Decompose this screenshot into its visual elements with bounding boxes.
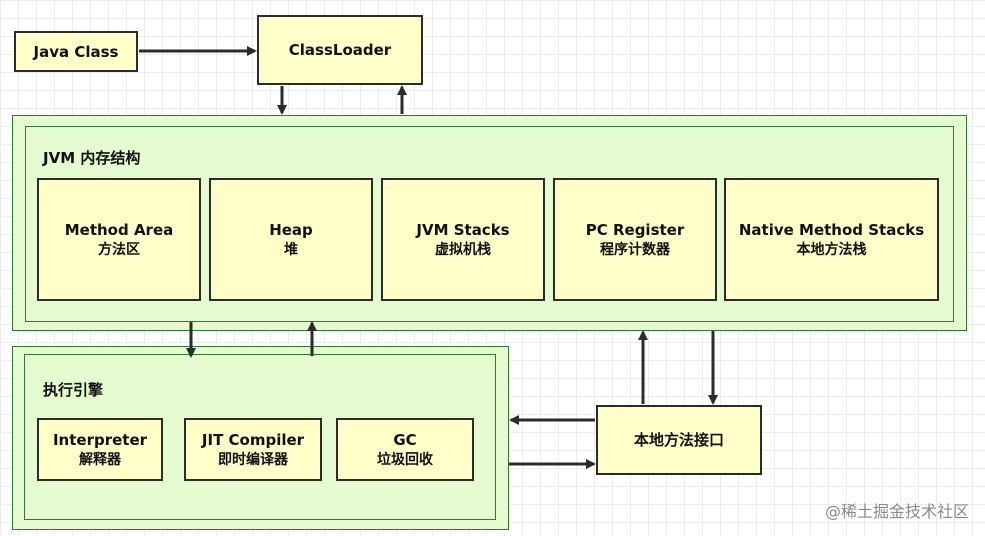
jvm-memory-inner-frame	[25, 126, 954, 322]
java-class-box: Java Class	[14, 31, 138, 72]
native-method-stacks-box: Native Method Stacks 本地方法栈	[724, 178, 939, 301]
gc-label-en: GC	[393, 430, 417, 449]
jvm-stacks-label-en: JVM Stacks	[416, 220, 510, 239]
java-class-label: Java Class	[33, 42, 119, 61]
gc-box: GC 垃圾回收	[336, 418, 474, 481]
pc-register-box: PC Register 程序计数器	[553, 178, 717, 301]
classloader-label: ClassLoader	[288, 41, 392, 59]
execution-engine-title: 执行引擎	[43, 381, 104, 399]
execution-engine-inner-frame	[24, 354, 496, 520]
heap-box: Heap 堆	[209, 178, 373, 301]
interpreter-label-en: Interpreter	[52, 430, 148, 449]
jit-compiler-box: JIT Compiler 即时编译器	[184, 418, 322, 481]
gc-label-zh: 垃圾回收	[377, 451, 433, 468]
jit-compiler-label-zh: 即时编译器	[218, 451, 288, 468]
interpreter-label-zh: 解释器	[79, 451, 121, 468]
jvm-memory-title: JVM 内存结构	[43, 149, 141, 167]
jvm-stacks-box: JVM Stacks 虚拟机栈	[381, 178, 545, 301]
method-area-label-zh: 方法区	[98, 241, 140, 258]
jit-compiler-label-en: JIT Compiler	[201, 430, 305, 449]
native-method-stacks-label-en: Native Method Stacks	[738, 220, 925, 239]
heap-label-zh: 堆	[284, 241, 298, 258]
heap-label-en: Heap	[269, 220, 313, 239]
native-interface-box: 本地方法接口	[596, 405, 762, 475]
method-area-box: Method Area 方法区	[37, 178, 201, 301]
watermark: @稀土掘金技术社区	[824, 502, 969, 521]
native-interface-label: 本地方法接口	[633, 431, 724, 449]
pc-register-label-en: PC Register	[585, 220, 685, 239]
pc-register-label-zh: 程序计数器	[600, 241, 670, 258]
interpreter-box: Interpreter 解释器	[37, 418, 163, 481]
jvm-stacks-label-zh: 虚拟机栈	[435, 241, 491, 258]
native-method-stacks-label-zh: 本地方法栈	[796, 241, 867, 258]
method-area-label-en: Method Area	[64, 220, 174, 239]
classloader-box: ClassLoader	[257, 15, 423, 85]
